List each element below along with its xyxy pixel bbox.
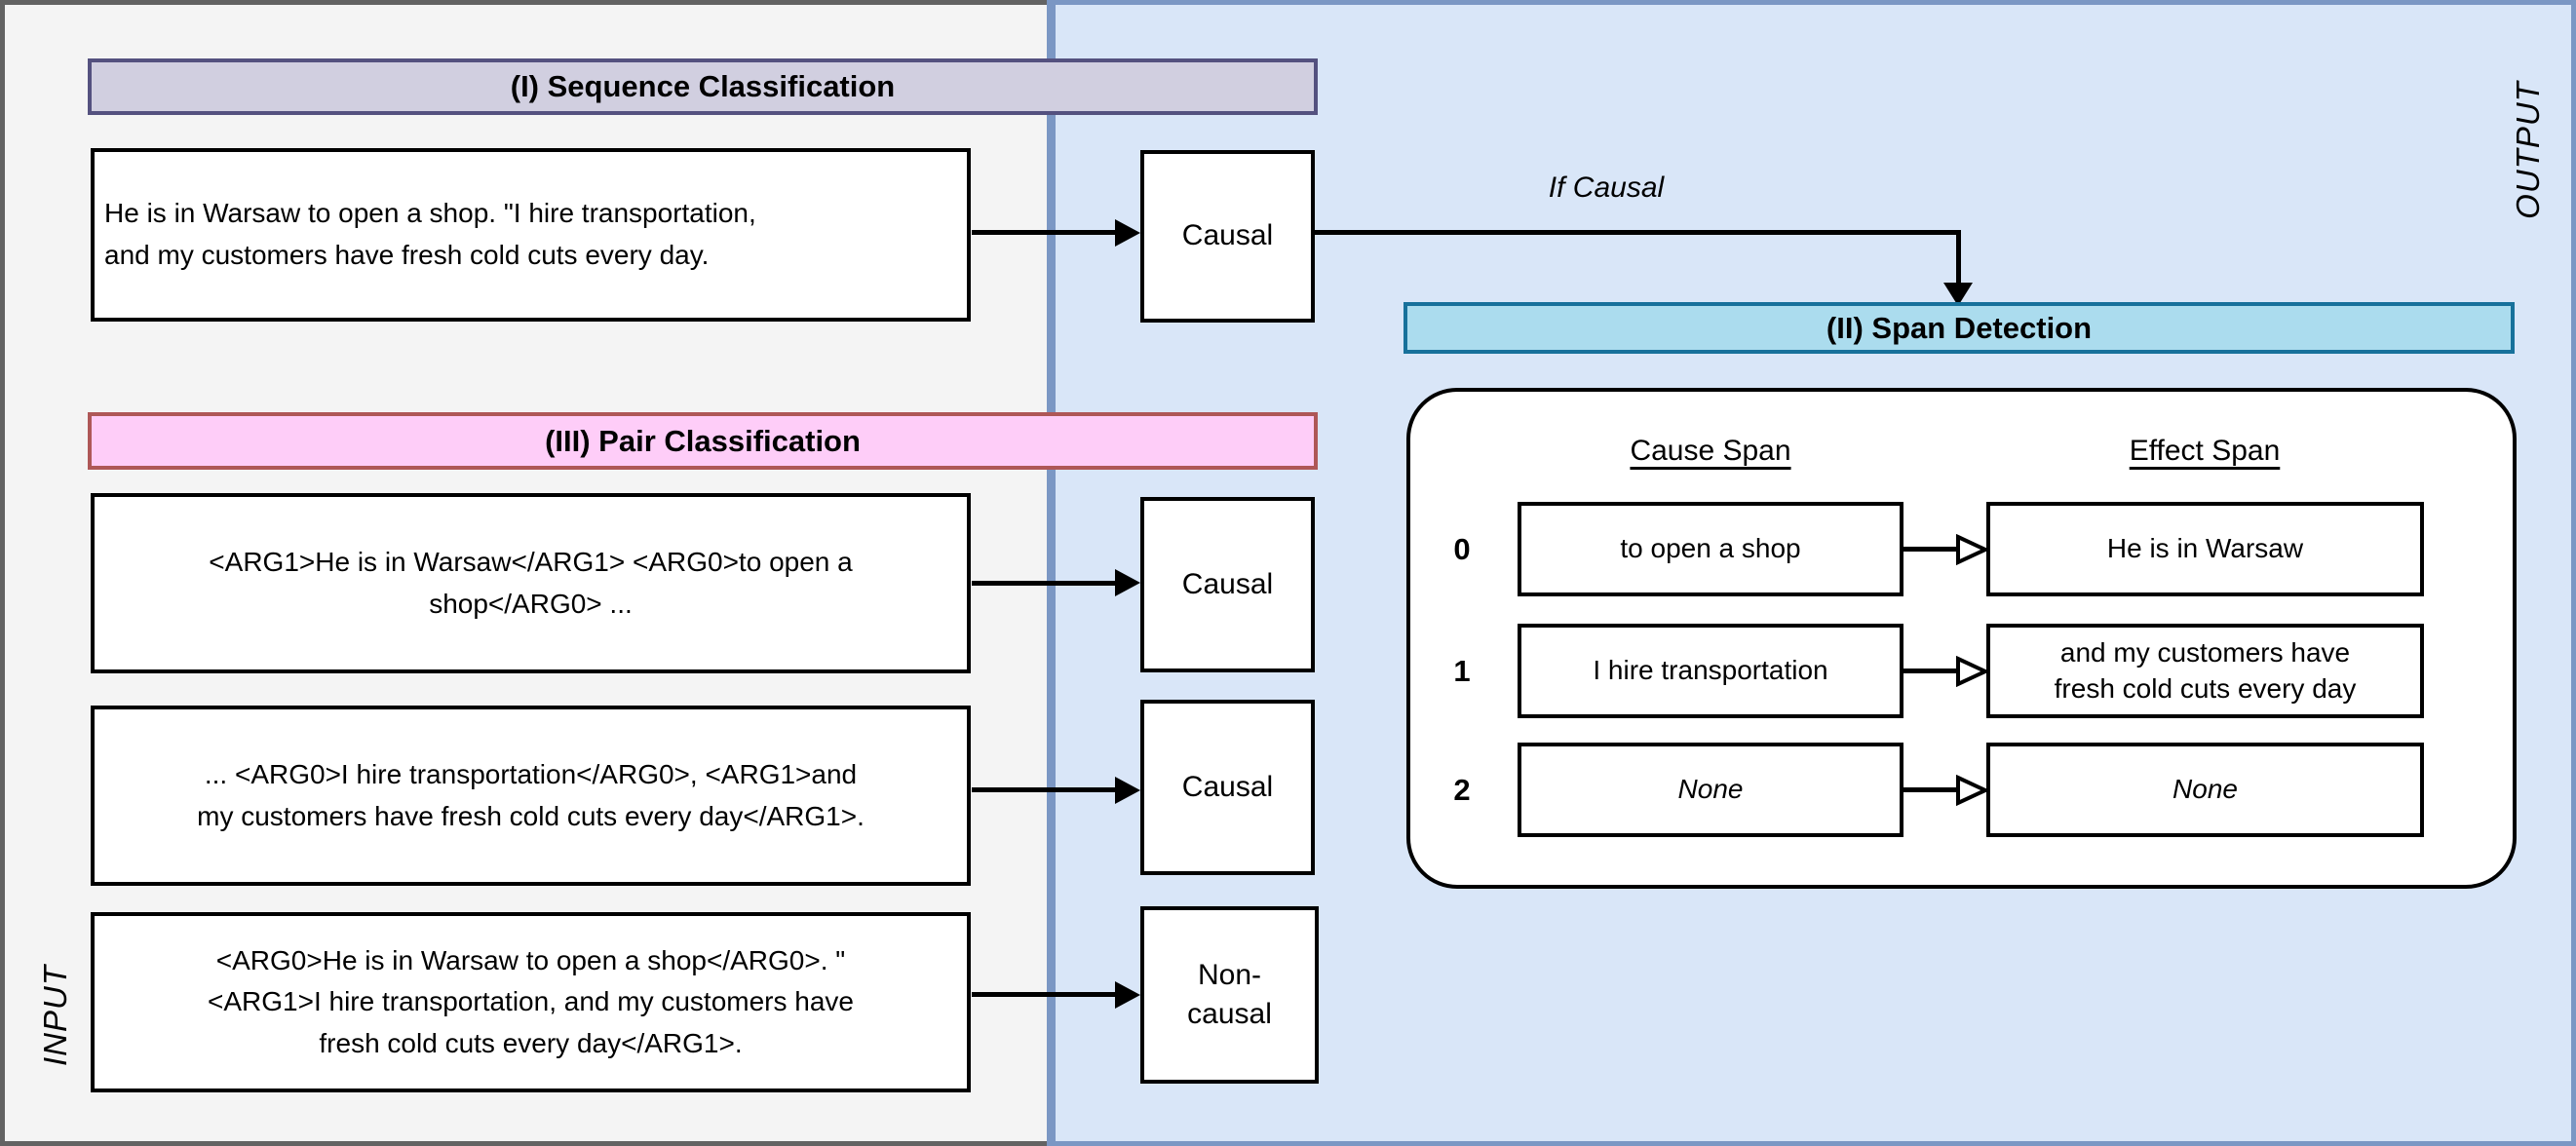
cause-span-column-header: Cause Span <box>1630 435 1791 467</box>
arrow-pair-shaft <box>972 992 1118 997</box>
span-arrow-shaft <box>1902 547 1960 552</box>
sequence-classification-header: (I) Sequence Classification <box>88 58 1318 115</box>
pair-input-text: <ARG0>He is in Warsaw to open a shop</AR… <box>208 944 854 1058</box>
sequence-result-box: Causal <box>1140 150 1315 323</box>
pair-input-box: <ARG0>He is in Warsaw to open a shop</AR… <box>91 912 971 1092</box>
effect-span-cell: None <box>1986 743 2424 837</box>
arrow-pair-shaft <box>972 581 1118 586</box>
pair-input-box: ... <ARG0>I hire transportation</ARG0>, … <box>91 706 971 886</box>
cause-span-cell: None <box>1518 743 1903 837</box>
span-arrow-shaft <box>1902 787 1960 792</box>
effect-span-text: and my customers have fresh cold cuts ev… <box>2054 637 2357 704</box>
arrow-pair-head-icon <box>1115 981 1140 1009</box>
pair-result-box: Causal <box>1140 700 1315 875</box>
effect-span-cell: and my customers have fresh cold cuts ev… <box>1986 624 2424 718</box>
span-arrow-shaft <box>1902 668 1960 673</box>
pair-classification-header: (III) Pair Classification <box>88 412 1318 470</box>
pair-result-box: Causal <box>1140 497 1315 672</box>
effect-span-cell: He is in Warsaw <box>1986 502 2424 596</box>
span-row-index: 2 <box>1453 772 1471 807</box>
span-row-index: 0 <box>1453 531 1471 566</box>
arrow-pair-head-icon <box>1115 777 1140 804</box>
cause-span-cell: I hire transportation <box>1518 624 1903 718</box>
pair-input-text: <ARG1>He is in Warsaw</ARG1> <ARG0>to op… <box>209 546 853 619</box>
sequence-input-box: He is in Warsaw to open a shop. "I hire … <box>91 148 971 322</box>
input-axis-label: INPUT <box>37 965 73 1066</box>
sequence-input-text: He is in Warsaw to open a shop. "I hire … <box>104 198 756 270</box>
if-causal-label: If Causal <box>1548 172 1665 204</box>
arrow-pair-head-icon <box>1115 569 1140 596</box>
effect-span-column-header: Effect Span <box>2129 435 2281 467</box>
arrow-ifcausal-hshaft <box>1315 230 1958 235</box>
pair-input-text: ... <ARG0>I hire transportation</ARG0>, … <box>197 758 865 831</box>
arrow-seq-head-icon <box>1115 219 1140 247</box>
span-detection-header: (II) Span Detection <box>1403 302 2515 354</box>
cause-span-cell: to open a shop <box>1518 502 1903 596</box>
arrow-pair-shaft <box>972 787 1118 792</box>
output-axis-label: OUTPUT <box>2510 81 2546 219</box>
span-arrow-hollow-head-icon <box>1956 656 1987 687</box>
span-arrow-hollow-head-icon <box>1956 775 1987 806</box>
arrow-seq-shaft <box>972 230 1118 235</box>
pair-input-box: <ARG1>He is in Warsaw</ARG1> <ARG0>to op… <box>91 493 971 673</box>
pair-result-box: Non-causal <box>1140 906 1319 1084</box>
span-arrow-hollow-head-icon <box>1956 534 1987 565</box>
arrow-ifcausal-vshaft <box>1956 230 1961 286</box>
span-row-index: 1 <box>1453 653 1471 688</box>
